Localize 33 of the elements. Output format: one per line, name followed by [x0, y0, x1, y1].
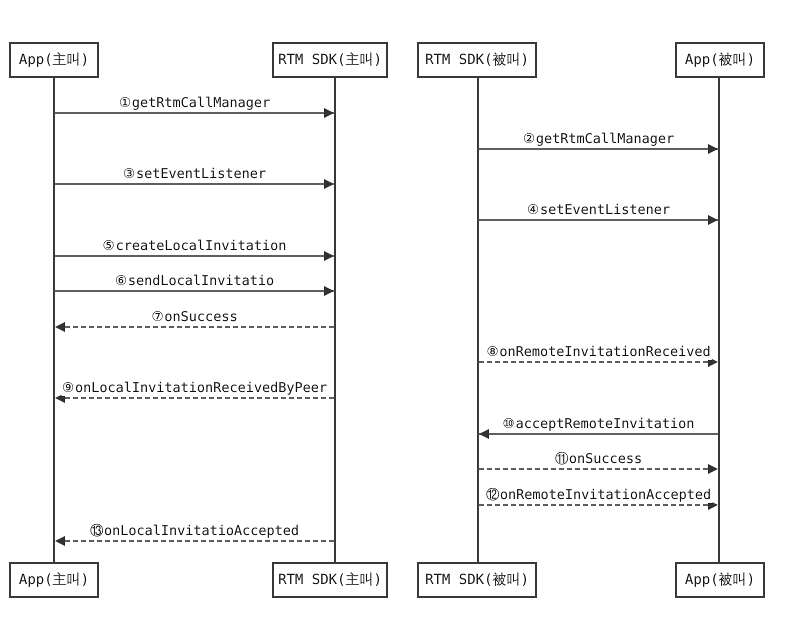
participant-box: RTM SDK(被叫) — [417, 562, 537, 598]
participant-box: RTM SDK(主叫) — [272, 42, 388, 78]
message-arrow — [479, 357, 718, 367]
lifeline — [718, 78, 720, 562]
edge-label: ⑫onRemoteInvitationAccepted — [484, 488, 712, 503]
edge-label: ②getRtmCallManager — [522, 132, 676, 147]
message-arrow — [479, 144, 718, 154]
message-arrow — [55, 251, 334, 261]
participant-box: App(被叫) — [675, 562, 765, 598]
participant-box: App(主叫) — [9, 42, 99, 78]
message-arrow — [479, 215, 718, 225]
message-arrow — [479, 500, 718, 510]
message-arrow — [55, 108, 334, 118]
edge-label: ⑩acceptRemoteInvitation — [502, 417, 696, 432]
participant-box: App(主叫) — [9, 562, 99, 598]
edge-label: ⑬onLocalInvitatioAccepted — [88, 524, 300, 539]
message-arrow — [55, 322, 334, 332]
lifeline — [334, 78, 336, 562]
lifeline — [477, 78, 479, 562]
message-arrow — [479, 464, 718, 474]
message-arrow — [55, 286, 334, 296]
edge-label: ⑨onLocalInvitationReceivedByPeer — [61, 381, 328, 396]
edge-label: ⑧onRemoteInvitationReceived — [485, 345, 712, 360]
message-arrow — [479, 429, 718, 439]
edge-label: ⑪onSuccess — [554, 452, 644, 467]
edge-label: ①getRtmCallManager — [118, 96, 272, 111]
message-arrow — [55, 536, 334, 546]
message-arrow — [55, 179, 334, 189]
participant-box: RTM SDK(被叫) — [417, 42, 537, 78]
lifeline — [53, 78, 55, 562]
participant-box: RTM SDK(主叫) — [272, 562, 388, 598]
message-arrow — [55, 393, 334, 403]
participant-box: App(被叫) — [675, 42, 765, 78]
